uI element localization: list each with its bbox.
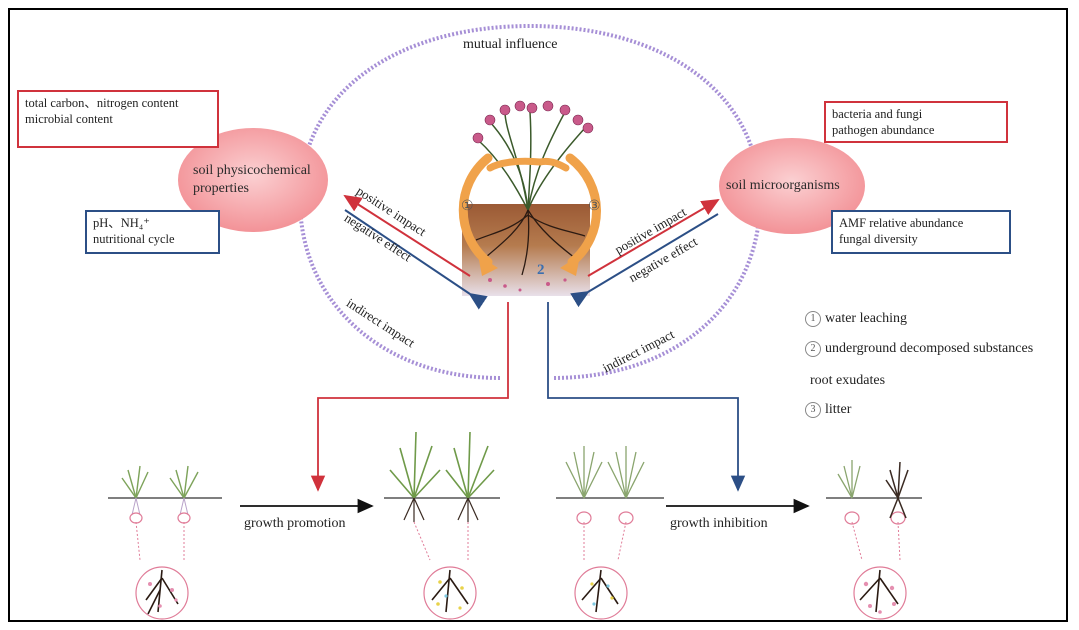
legend-num-1: 1: [805, 311, 821, 327]
legend-num-4: 3: [805, 402, 821, 418]
soil-physicochemical-label: soil physicochemical properties: [193, 162, 311, 198]
left-bottom-box: pH、NH₄⁺ nutritional cycle: [85, 210, 220, 254]
left-top-box: total carbon、nitrogen content microbial …: [17, 90, 219, 148]
center-plant-illustration: [462, 101, 597, 296]
center-number-3: ③: [588, 198, 601, 215]
right-bottom-box: AMF relative abundance fungal diversity: [831, 210, 1011, 254]
left-bottom-box-line1: pH、NH₄⁺: [93, 215, 212, 231]
left-top-box-line1: total carbon、nitrogen content: [25, 95, 211, 111]
center-number-2: 2: [537, 262, 545, 279]
mutual-influence-label: mutual influence: [463, 37, 557, 53]
legend-item-4: 3 litter: [805, 402, 851, 418]
right-bottom-box-line1: AMF relative abundance: [839, 215, 1003, 231]
grass-clumps: [566, 446, 644, 498]
growth-promotion-label: growth promotion: [244, 516, 346, 532]
legend-item-1: 1 water leaching: [805, 311, 907, 327]
small-seedlings: [122, 466, 198, 498]
right-top-box-line1: bacteria and fungi: [832, 106, 1000, 122]
soil-physicochemical-label-line2: properties: [193, 180, 311, 198]
legend-text-3: root exudates: [810, 373, 885, 388]
left-top-box-line2: microbial content: [25, 111, 211, 127]
legend-item-3: root exudates: [810, 373, 885, 389]
legend-num-2: 2: [805, 341, 821, 357]
legend-item-2: 2 underground decomposed substances: [805, 341, 1033, 357]
large-seedlings: [390, 432, 494, 498]
legend-text-1: water leaching: [825, 311, 907, 326]
soil-physicochemical-label-line1: soil physicochemical: [193, 162, 311, 180]
left-bottom-box-line2: nutritional cycle: [93, 231, 212, 247]
legend-text-4: litter: [825, 402, 851, 417]
right-top-box-line2: pathogen abundance: [832, 122, 1000, 138]
growth-inhibition-label: growth inhibition: [670, 516, 768, 532]
legend-text-2: underground decomposed substances: [825, 341, 1033, 356]
soil-microorganisms-label: soil microorganisms: [726, 177, 840, 195]
right-top-box: bacteria and fungi pathogen abundance: [824, 101, 1008, 143]
center-number-1: ①: [461, 198, 474, 215]
root-zoom-circles: [136, 567, 906, 619]
promotion-connector: [318, 302, 508, 490]
inhibited-seedlings: [838, 460, 908, 518]
right-bottom-box-line2: fungal diversity: [839, 231, 1003, 247]
